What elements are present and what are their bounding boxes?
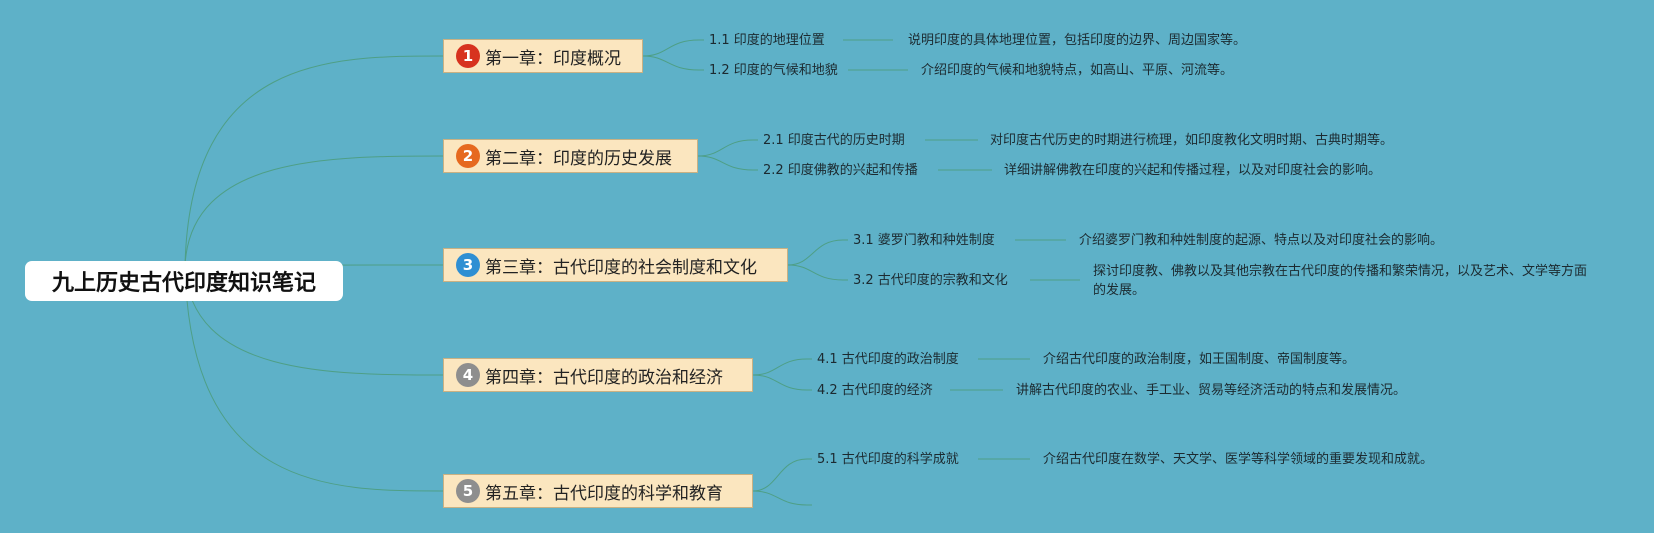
- topic-3-2-note: 探讨印度教、佛教以及其他宗教在古代印度的传播和繁荣情况，以及艺术、文学等方面的发…: [1093, 264, 1588, 298]
- chapter-3-badge: 3: [456, 253, 480, 277]
- topic-2-2-label[interactable]: 2.2 印度佛教的兴起和传播: [763, 163, 918, 178]
- chapter-4-badge: 4: [456, 363, 480, 387]
- topic-2-1-note: 对印度古代历史的时期进行梳理，如印度教化文明时期、古典时期等。: [990, 133, 1394, 148]
- topic-3-1-label[interactable]: 3.1 婆罗门教和种姓制度: [853, 233, 995, 248]
- topic-4-1-note: 介绍古代印度的政治制度，如王国制度、帝国制度等。: [1043, 352, 1356, 367]
- connector-chapter-5-topic-2: [752, 490, 812, 506]
- root-topic[interactable]: 九上历史古代印度知识笔记: [25, 261, 343, 301]
- chapter-2-node[interactable]: 2 第二章：印度的历史发展: [443, 139, 698, 173]
- connector-chapter-4-topic-1: [752, 358, 812, 376]
- root-title: 九上历史古代印度知识笔记: [51, 271, 316, 296]
- connector-chapter-5-topic-1: [752, 458, 812, 492]
- topic-2-1-label[interactable]: 2.1 印度古代的历史时期: [763, 133, 905, 148]
- chapter-2-label: 第二章：印度的历史发展: [485, 148, 672, 169]
- connector-chapter-2-topic-2: [697, 155, 758, 171]
- topic-1-2-label[interactable]: 1.2 印度的气候和地貌: [709, 63, 838, 78]
- topic-2-2-note: 详细讲解佛教在印度的兴起和传播过程，以及对印度社会的影响。: [1004, 163, 1382, 178]
- topic-4-1-label[interactable]: 4.1 古代印度的政治制度: [817, 352, 959, 367]
- topic-1-1-note: 说明印度的具体地理位置，包括印度的边界、周边国家等。: [908, 33, 1247, 48]
- connector-root-chapter-1: [184, 55, 444, 267]
- chapter-5-badge: 5: [456, 479, 480, 503]
- chapter-3-label: 第三章：古代印度的社会制度和文化: [485, 257, 757, 278]
- connector-root-chapter-2: [184, 155, 444, 267]
- connector-chapter-2-topic-1: [697, 139, 758, 157]
- chapter-2-badge: 2: [456, 144, 480, 168]
- connector-chapter-4-topic-2: [752, 374, 812, 391]
- topic-5-1-note: 介绍古代印度在数学、天文学、医学等科学领域的重要发现和成就。: [1043, 452, 1434, 467]
- chapter-3-node[interactable]: 3 第三章：古代印度的社会制度和文化: [443, 248, 788, 282]
- topic-1-1-label[interactable]: 1.1 印度的地理位置: [709, 33, 825, 48]
- connector-chapter-1-topic-2: [642, 55, 704, 71]
- chapter-1-label: 第一章：印度概况: [485, 48, 621, 69]
- chapter-4-label: 第四章：古代印度的政治和经济: [485, 367, 723, 388]
- topic-3-1-note: 介绍婆罗门教和种姓制度的起源、特点以及对印度社会的影响。: [1079, 233, 1444, 248]
- chapter-1-badge: 1: [456, 44, 480, 68]
- topic-4-2-note: 讲解古代印度的农业、手工业、贸易等经济活动的特点和发展情况。: [1016, 383, 1407, 398]
- chapter-5-label: 第五章：古代印度的科学和教育: [485, 483, 723, 504]
- chapter-1-node[interactable]: 1 第一章：印度概况: [443, 39, 643, 73]
- connector-chapter-3-topic-2: [787, 264, 848, 281]
- connector-chapter-3-topic-1: [787, 239, 848, 266]
- chapter-4-node[interactable]: 4 第四章：古代印度的政治和经济: [443, 358, 753, 392]
- topic-4-2-label[interactable]: 4.2 古代印度的经济: [817, 383, 933, 398]
- topic-3-2-label[interactable]: 3.2 古代印度的宗教和文化: [853, 273, 1008, 288]
- connector-root-chapter-5: [184, 265, 444, 492]
- topic-5-1-label[interactable]: 5.1 古代印度的科学成就: [817, 452, 959, 467]
- connector-root-chapter-4: [184, 265, 444, 376]
- chapter-5-node[interactable]: 5 第五章：古代印度的科学和教育: [443, 474, 753, 508]
- connector-chapter-1-topic-1: [642, 39, 704, 57]
- topic-1-2-note: 介绍印度的气候和地貌特点，如高山、平原、河流等。: [921, 63, 1234, 78]
